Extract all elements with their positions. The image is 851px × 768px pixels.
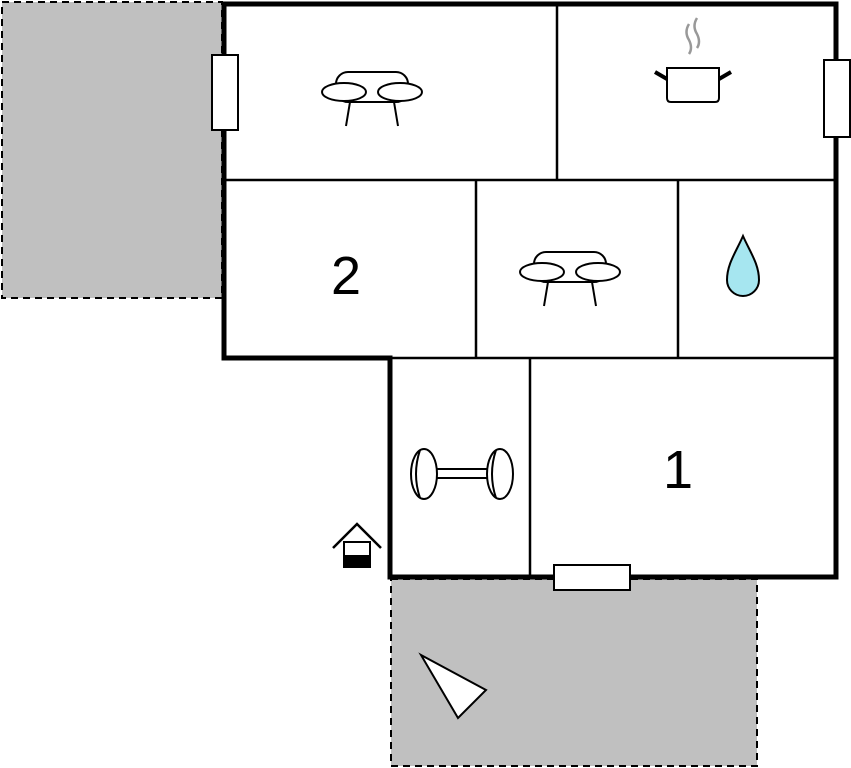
cooking-pot-icon: [653, 17, 733, 103]
sofa-icon: [321, 71, 423, 127]
window-left: [211, 54, 239, 131]
dumbbell-icon: [410, 448, 514, 500]
window-bottom: [553, 564, 631, 591]
terrace-left: [1, 1, 223, 299]
interior-walls: [224, 4, 836, 577]
entrance-house-icon: [332, 522, 382, 568]
room-label-1: 1: [663, 440, 693, 500]
sofa-icon: [519, 251, 621, 307]
window-right: [823, 59, 851, 138]
outer-walls: [221, 1, 839, 580]
room-label-2: 2: [331, 246, 361, 306]
north-arrow-icon: [418, 652, 488, 720]
water-drop-icon: [725, 233, 761, 297]
